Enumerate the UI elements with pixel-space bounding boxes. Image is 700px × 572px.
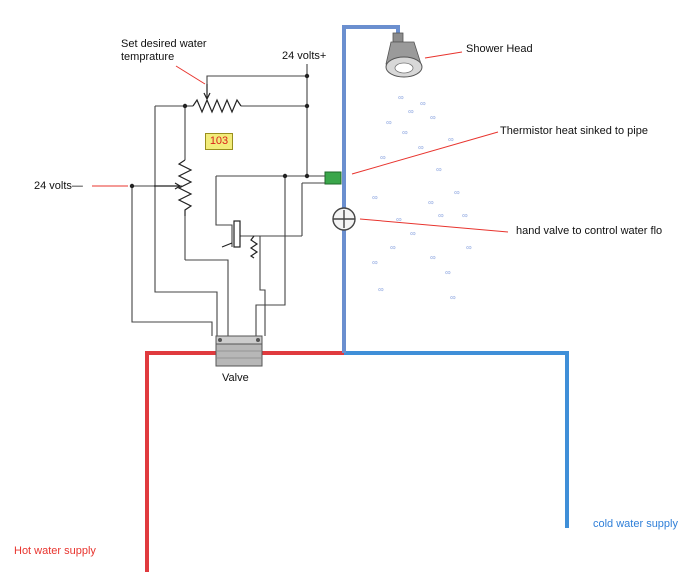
svg-text:∞: ∞ — [438, 211, 444, 220]
input-potentiometer-icon — [154, 159, 193, 216]
svg-text:∞: ∞ — [386, 118, 392, 127]
shower-head-label: Shower Head — [466, 43, 533, 55]
thermistor-label: Thermistor heat sinked to pipe — [500, 125, 648, 137]
supply-voltage-label-left: 24 volts— — [34, 180, 83, 192]
svg-text:∞: ∞ — [454, 188, 460, 197]
circuit-wiring — [131, 64, 325, 336]
svg-text:∞: ∞ — [430, 253, 436, 262]
svg-text:∞: ∞ — [408, 107, 414, 116]
svg-text:∞: ∞ — [462, 211, 468, 220]
svg-text:∞: ∞ — [398, 93, 404, 102]
svg-text:∞: ∞ — [450, 293, 456, 302]
svg-text:∞: ∞ — [448, 135, 454, 144]
temperature-readout: 103 — [205, 133, 233, 150]
svg-text:∞: ∞ — [372, 193, 378, 202]
thermistor-icon — [324, 171, 342, 185]
svg-text:∞: ∞ — [390, 243, 396, 252]
svg-text:∞: ∞ — [378, 285, 384, 294]
water-spray: ∞ ∞ ∞ ∞ ∞ ∞ ∞ ∞ ∞ ∞ ∞ ∞ ∞ ∞ ∞ ∞ ∞ ∞ ∞ ∞ ∞ ∞ ∞ ∞ — [372, 93, 472, 302]
svg-text:∞: ∞ — [402, 128, 408, 137]
setpoint-label-line2: temprature — [121, 51, 175, 63]
potentiometer-icon — [192, 84, 242, 114]
supply-voltage-label-top: 24 volts+ — [282, 50, 327, 62]
svg-text:∞: ∞ — [410, 229, 416, 238]
svg-text:∞: ∞ — [418, 143, 424, 152]
shower-head-icon — [385, 32, 423, 78]
hot-water-pipe — [145, 351, 344, 572]
wire-junctions — [129, 73, 310, 189]
svg-text:∞: ∞ — [428, 198, 434, 207]
svg-text:∞: ∞ — [445, 268, 451, 277]
svg-text:∞: ∞ — [436, 165, 442, 174]
svg-text:∞: ∞ — [466, 243, 472, 252]
valve-label: Valve — [222, 372, 249, 384]
hand-valve-icon — [332, 207, 356, 231]
control-element-icon — [221, 220, 259, 259]
cold-water-supply-label: cold water supply — [593, 518, 678, 530]
setpoint-label-line1: Set desired water — [121, 38, 207, 50]
cold-water-pipe — [344, 351, 569, 528]
svg-text:∞: ∞ — [430, 113, 436, 122]
solenoid-valve-icon — [215, 335, 263, 367]
svg-text:∞: ∞ — [380, 153, 386, 162]
svg-text:∞: ∞ — [372, 258, 378, 267]
leader-lines — [92, 51, 509, 233]
svg-text:∞: ∞ — [396, 215, 402, 224]
hot-water-supply-label: Hot water supply — [14, 545, 96, 557]
shower-pipe — [342, 25, 400, 353]
hand-valve-label: hand valve to control water flo — [516, 225, 663, 237]
svg-text:∞: ∞ — [420, 99, 426, 108]
